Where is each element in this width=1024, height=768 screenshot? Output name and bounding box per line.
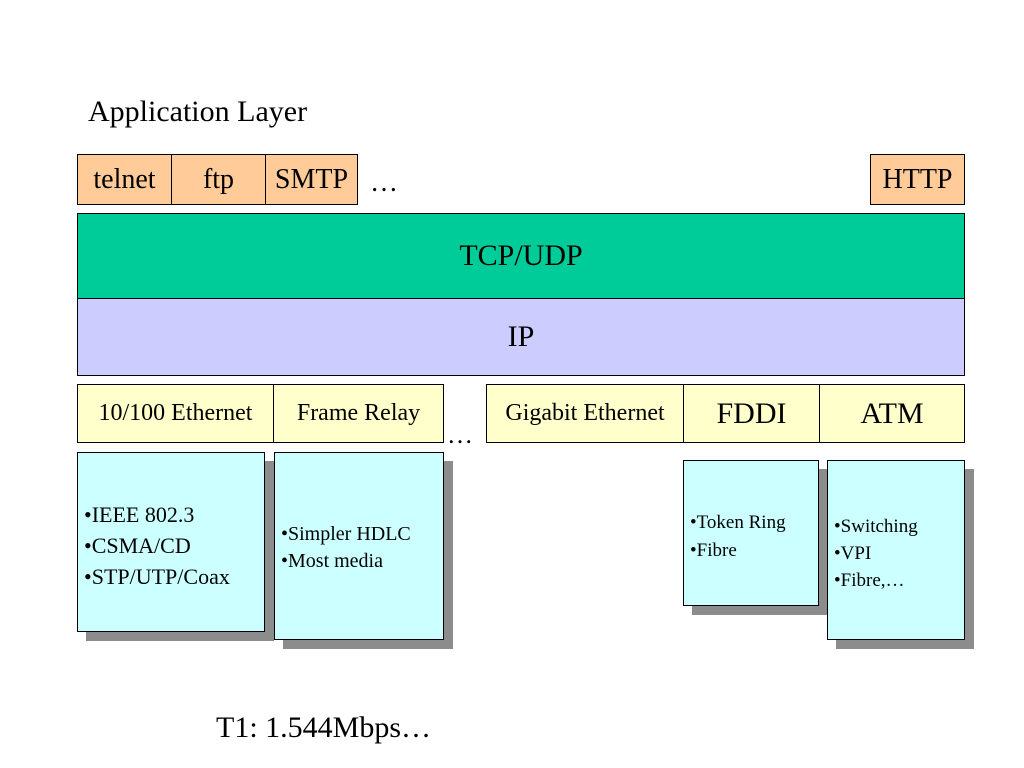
tcp-udp-layer: TCP/UDP xyxy=(77,213,965,299)
note-item: •STP/UTP/Coax xyxy=(84,564,230,589)
note-item: •Switching xyxy=(834,516,918,537)
fddi-notes: •Token Ring •Fibre xyxy=(683,460,819,606)
note-item: •Fibre,… xyxy=(834,570,905,591)
gigabit-ethernet-box: Gigabit Ethernet xyxy=(486,384,684,443)
frame-relay-box: Frame Relay xyxy=(273,384,444,443)
t1-rate-caption: T1: 1.544Mbps… xyxy=(216,711,432,744)
ethernet-box: 10/100 Ethernet xyxy=(77,384,274,443)
atm-box: ATM xyxy=(819,384,965,443)
note-item: •Fibre xyxy=(690,540,737,561)
telnet-box: telnet xyxy=(77,154,172,205)
apps-ellipsis: … xyxy=(370,167,398,198)
frame-relay-notes: •Simpler HDLC •Most media xyxy=(274,452,444,640)
note-item: •VPI xyxy=(834,543,872,564)
note-item: •Most media xyxy=(281,550,383,572)
application-layer-title: Application Layer xyxy=(88,95,308,128)
http-box: HTTP xyxy=(870,154,965,205)
note-item: •IEEE 802.3 xyxy=(84,502,195,527)
link-ellipsis: … xyxy=(447,420,473,449)
note-item: •CSMA/CD xyxy=(84,533,191,558)
ftp-box: ftp xyxy=(171,154,266,205)
ethernet-notes: •IEEE 802.3 •CSMA/CD •STP/UTP/Coax xyxy=(77,452,265,632)
fddi-box: FDDI xyxy=(683,384,820,443)
note-item: •Token Ring xyxy=(690,512,786,533)
note-item: •Simpler HDLC xyxy=(281,523,411,545)
ip-layer: IP xyxy=(77,298,965,376)
atm-notes: •Switching •VPI •Fibre,… xyxy=(827,460,965,640)
smtp-box: SMTP xyxy=(265,154,358,205)
